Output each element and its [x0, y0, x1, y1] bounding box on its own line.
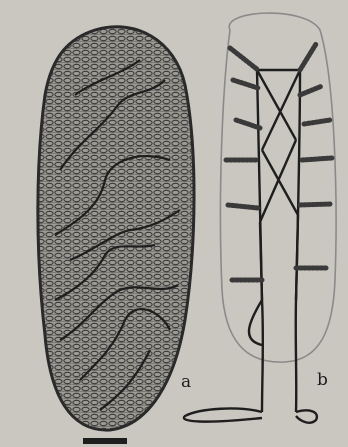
scale-bar	[83, 438, 127, 444]
panel-label-a: a	[181, 372, 191, 392]
panel-label-b: b	[317, 370, 328, 390]
panel-b-outline	[220, 13, 336, 362]
mat-body	[38, 27, 194, 430]
panel-b-schematic	[184, 13, 336, 423]
panel-a-mat	[38, 27, 194, 430]
panel-b-knot-bars	[226, 44, 332, 280]
